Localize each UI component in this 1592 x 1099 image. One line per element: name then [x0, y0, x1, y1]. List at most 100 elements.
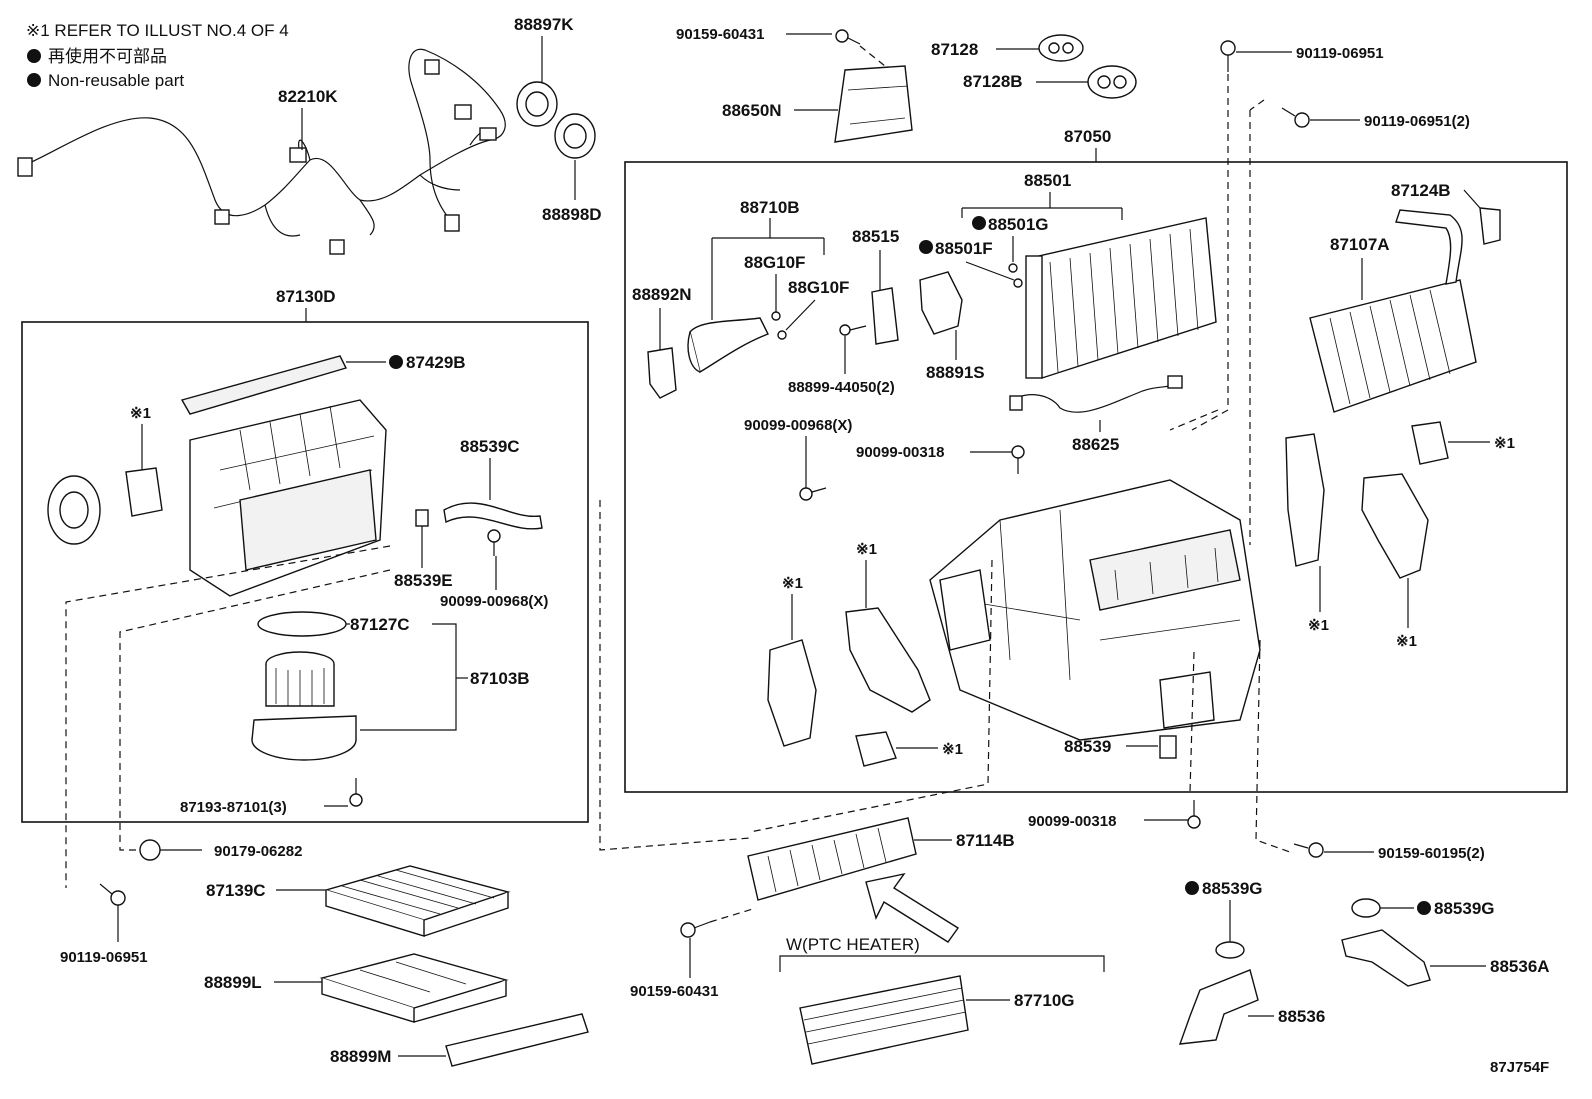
label-90099-00968-top: 90099-00968(X) — [744, 417, 852, 434]
label-87193-87101: 87193-87101(3) — [180, 799, 287, 816]
wire-harness-illustration — [17, 48, 506, 255]
label-ref1-c: ※1 — [942, 741, 963, 758]
label-88G10F-a: 88G10F — [744, 253, 805, 272]
label-90099-00318-top: 90099-00318 — [856, 444, 944, 461]
label-90119-06951-top: 90119-06951 — [1296, 45, 1384, 62]
label-ref1-g: ※1 — [130, 405, 151, 422]
blower-motor-87103B-illustration — [251, 651, 357, 761]
label-87107A: 87107A — [1330, 235, 1390, 254]
label-88539: 88539 — [1064, 737, 1111, 756]
bracket-88536-illustration — [1178, 969, 1259, 1045]
label-88501F: 88501F — [935, 239, 993, 258]
label-88539E: 88539E — [394, 571, 453, 590]
grommet-87128B-illustration — [1087, 65, 1137, 99]
label-87127C: 87127C — [350, 615, 410, 634]
blower-case-illustration — [189, 399, 387, 597]
screw-icon — [349, 778, 363, 807]
label-87139C: 87139C — [206, 881, 266, 900]
hvac-unit-illustration — [929, 479, 1261, 741]
bolt-icon — [1281, 107, 1310, 128]
label-90159-60431-top: 90159-60431 — [676, 26, 764, 43]
ptc-header: W(PTC HEATER) — [786, 935, 920, 954]
diagram-id: 87J754F — [1490, 1059, 1549, 1076]
label-87710G: 87710G — [1014, 991, 1075, 1010]
label-ref1-f: ※1 — [1494, 435, 1515, 452]
label-87050: 87050 — [1064, 127, 1111, 146]
ptc-heater-87710G-illustration — [799, 975, 969, 1065]
sensor-88515-illustration — [871, 287, 899, 345]
label-90159-60431-bot: 90159-60431 — [630, 983, 718, 1000]
label-88536: 88536 — [1278, 1007, 1325, 1026]
nonreuse-dot — [919, 240, 933, 254]
note-nonreuse-en: Non-reusable part — [48, 71, 184, 90]
grommet-88539G-a — [1215, 941, 1245, 959]
bolt-icon — [799, 487, 827, 501]
nonreuse-bullet-en — [27, 73, 41, 87]
label-88650N: 88650N — [722, 101, 782, 120]
actuator-small-right-illustration — [1411, 421, 1449, 465]
label-88G10F-b: 88G10F — [788, 278, 849, 297]
label-88899-44050: 88899-44050(2) — [788, 379, 895, 396]
actuator-right1-illustration — [1285, 433, 1325, 567]
motor-small-illustration — [855, 731, 897, 767]
part-88539E — [415, 509, 429, 527]
label-88710B: 88710B — [740, 198, 800, 217]
clip-87124B-illustration — [1479, 207, 1501, 245]
screw-icon — [839, 324, 867, 336]
label-90179-06282: 90179-06282 — [214, 843, 302, 860]
bolt-icon — [1011, 445, 1025, 474]
blower-motor-side-illustration — [47, 475, 101, 545]
valve-88892N-illustration — [647, 347, 677, 399]
label-87114B: 87114B — [956, 831, 1015, 850]
actuator-mid-illustration — [845, 607, 931, 713]
actuator-88891S-illustration — [919, 271, 963, 335]
label-88899L: 88899L — [204, 973, 262, 992]
label-88536A: 88536A — [1490, 957, 1550, 976]
label-90119-06951-2: 90119-06951(2) — [1364, 113, 1470, 130]
part-88539 — [1159, 735, 1177, 759]
label-87124B: 87124B — [1391, 181, 1451, 200]
nonreuse-dot — [972, 216, 986, 230]
note-refer: ※1 REFER TO ILLUST NO.4 OF 4 — [26, 21, 289, 40]
seal-88897K-illustration — [516, 81, 558, 127]
label-88898D: 88898D — [542, 205, 602, 224]
label-88501: 88501 — [1024, 171, 1071, 190]
screw-icon — [835, 29, 861, 45]
label-88897K: 88897K — [514, 15, 574, 34]
label-87128: 87128 — [931, 40, 978, 59]
nonreuse-dot — [1417, 901, 1431, 915]
hose-88539C-illustration — [443, 502, 543, 530]
label-88501G: 88501G — [988, 215, 1049, 234]
label-90099-00968-low: 90099-00968(X) — [440, 593, 548, 610]
note-nonreuse-jp: 再使用不可部品 — [48, 46, 167, 66]
label-87429B: 87429B — [406, 353, 466, 372]
label-87128B: 87128B — [963, 72, 1023, 91]
seal-strip-87429B-illustration — [180, 355, 348, 415]
clip-90179-06282-illustration — [139, 839, 161, 861]
assembly-87130D-box — [21, 321, 589, 823]
filter-87139C-illustration — [323, 865, 511, 937]
bolt-icon — [1293, 842, 1324, 858]
actuator-left-illustration — [767, 639, 817, 747]
label-90099-00318-low: 90099-00318 — [1028, 813, 1116, 830]
label-87103B: 87103B — [470, 669, 530, 688]
bolt-icon — [1187, 800, 1201, 829]
nonreuse-dot — [1185, 881, 1199, 895]
label-ref1-e: ※1 — [1396, 633, 1417, 650]
bolt-icon — [99, 883, 126, 906]
actuator-87130D-illustration — [125, 467, 163, 517]
label-ref1-b: ※1 — [856, 541, 877, 558]
bracket-88650N-illustration — [834, 65, 913, 143]
bolt-icon — [680, 921, 711, 938]
grommet-88539G-b — [1351, 898, 1381, 918]
label-88539C: 88539C — [460, 437, 520, 456]
label-88625: 88625 — [1072, 435, 1119, 454]
grommet-87128-illustration — [1038, 34, 1084, 62]
pipe-88710B-illustration — [687, 317, 769, 374]
label-90159-60195: 90159-60195(2) — [1378, 845, 1485, 862]
label-87130D: 87130D — [276, 287, 336, 306]
label-ref1-d: ※1 — [1308, 617, 1329, 634]
bracket-88536A-illustration — [1341, 929, 1431, 987]
